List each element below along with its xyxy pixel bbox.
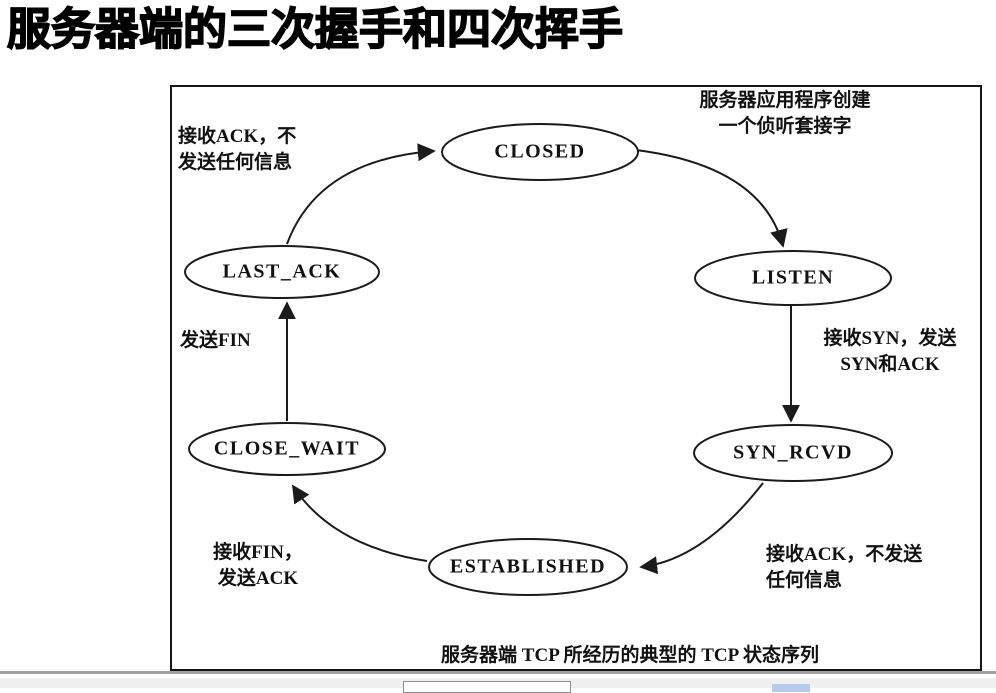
annotation-line: 发送任何信息 [178, 152, 293, 173]
state-label-closed: CLOSED [494, 140, 586, 163]
state-label-established: ESTABLISHED [449, 555, 607, 578]
state-label-listen: LISTEN [751, 266, 835, 289]
toolbar-textbox[interactable] [403, 681, 571, 693]
state-label-close-wait: CLOSE_WAIT [213, 437, 361, 460]
bottom-divider [0, 671, 996, 674]
annotation-send-fin: 发送FIN [180, 330, 251, 351]
annotation-line: 一个侦听套接字 [718, 116, 852, 137]
page-title: 服务器端的三次握手和四次挥手 [6, 3, 624, 56]
annotation-line: 接收SYN，发送 [823, 328, 957, 349]
state-label-last-ack: LAST_ACK [222, 260, 342, 283]
toolbar-button[interactable] [772, 684, 810, 692]
annotation-line: 发送ACK [217, 568, 299, 589]
annotation-recv-fin: 接收FIN， 发送ACK [188, 540, 328, 592]
annotation-line: 接收FIN， [213, 542, 303, 563]
annotation-line: 服务器应用程序创建 [699, 90, 871, 111]
state-label-syn-rcvd: SYN_RCVD [733, 441, 853, 464]
annotation-create-socket: 服务器应用程序创建 一个侦听套接字 [645, 88, 925, 140]
annotation-recv-ack-top: 接收ACK，不 发送任何信息 [178, 124, 296, 176]
diagram-caption: 服务器端 TCP 所经历的典型的 TCP 状态序列 [441, 645, 819, 666]
annotation-line: SYN和ACK [840, 354, 940, 375]
annotation-recv-syn: 接收SYN，发送 SYN和ACK [800, 326, 980, 378]
annotation-line: 任何信息 [766, 570, 843, 591]
annotation-line: 接收ACK，不 [178, 126, 297, 147]
annotation-recv-ack-bottom: 接收ACK，不发送 任何信息 [766, 542, 922, 594]
annotation-line: 接收ACK，不发送 [766, 544, 923, 565]
